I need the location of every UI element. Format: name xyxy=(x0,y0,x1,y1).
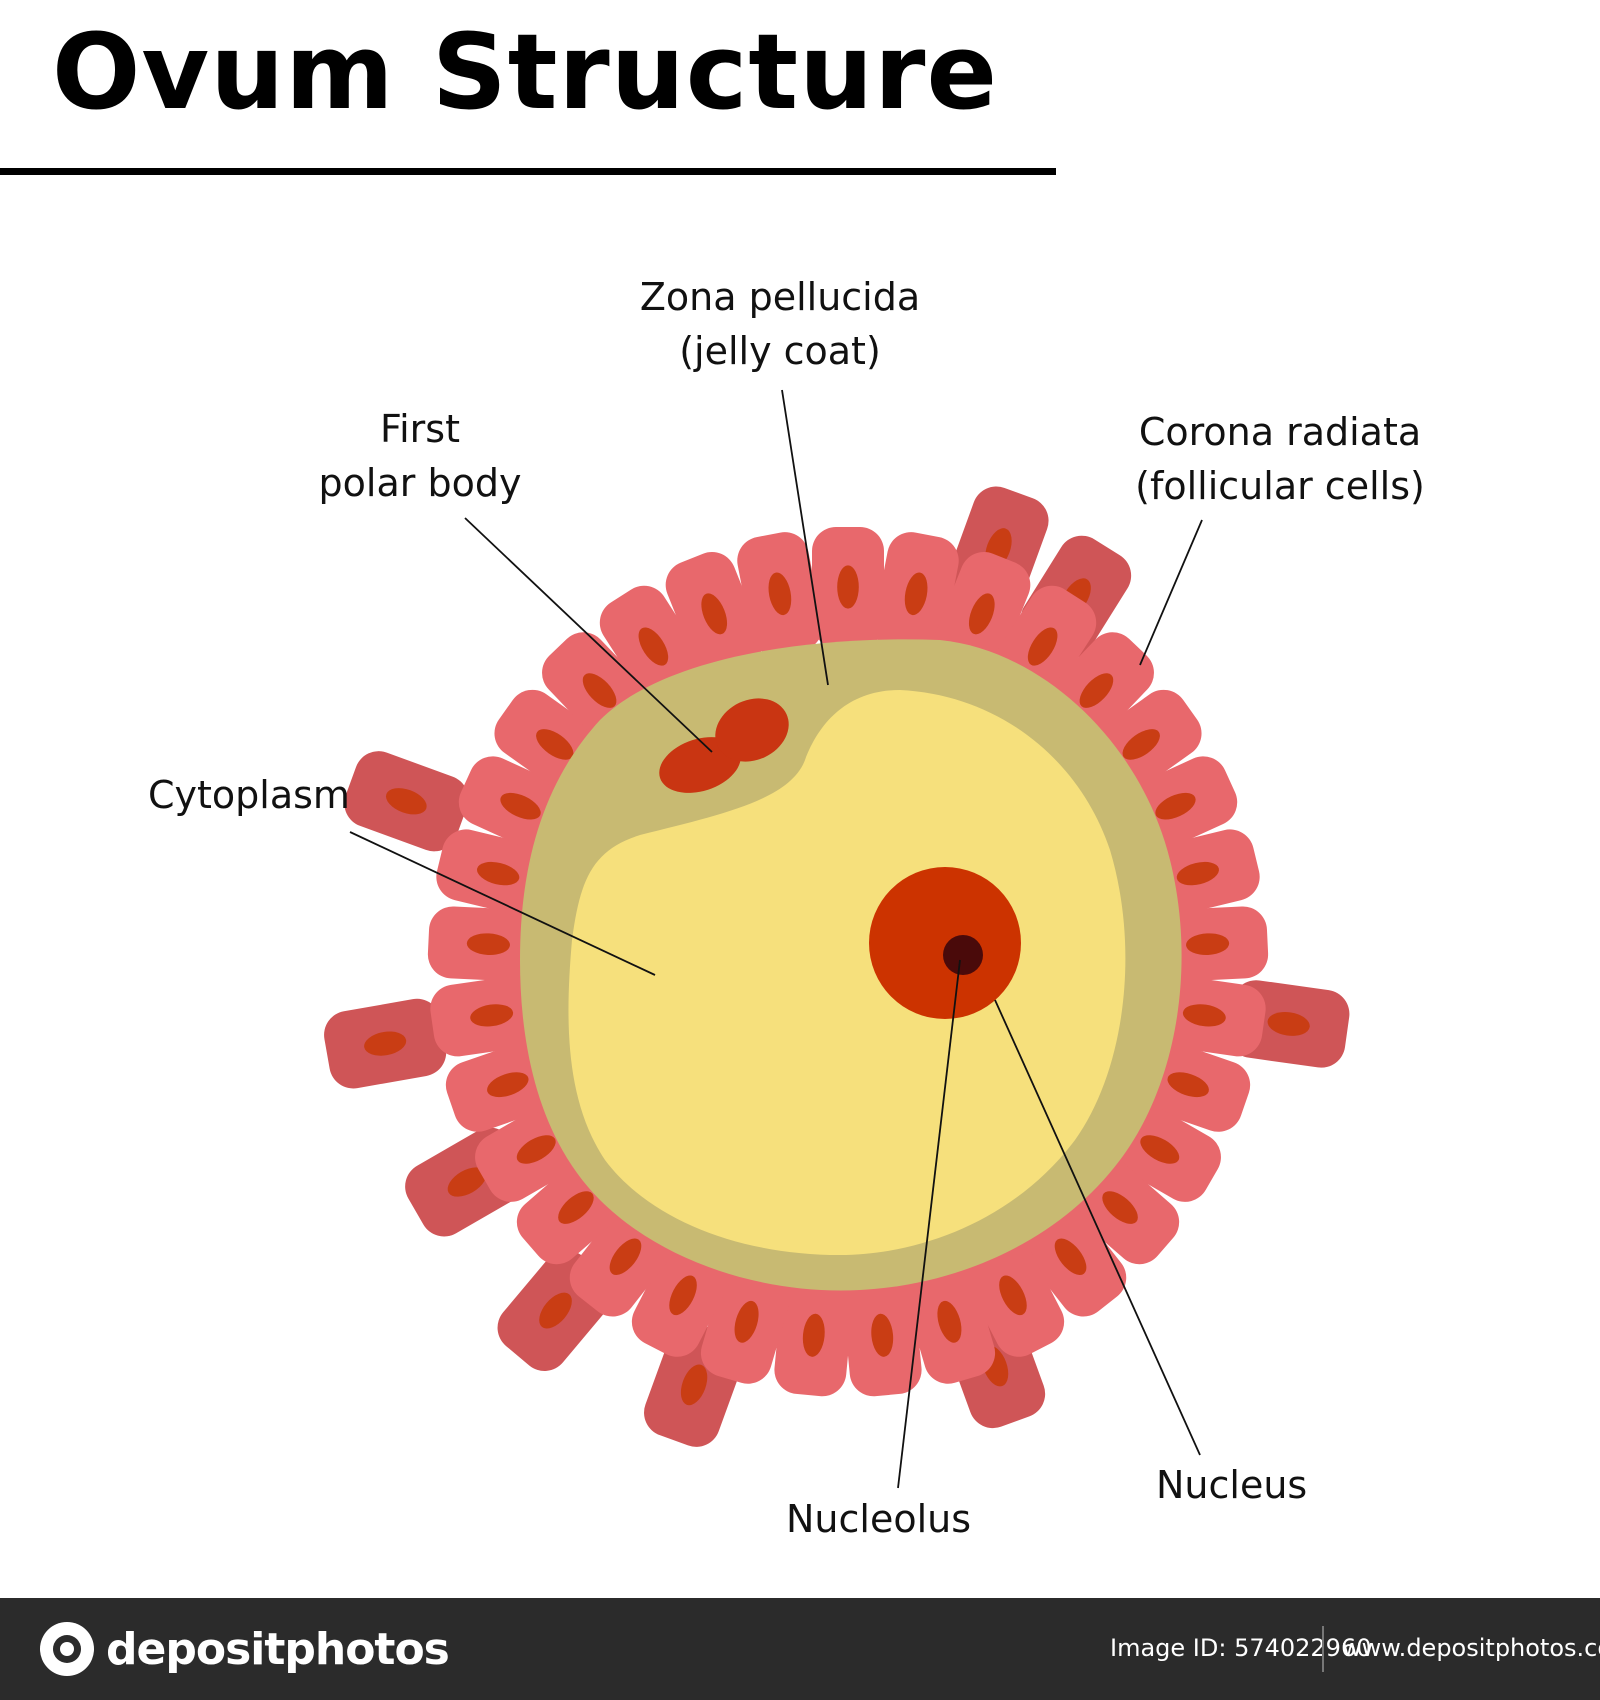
footer-bar: depositphotos Image ID: 574022960 www.de… xyxy=(0,1598,1600,1700)
label-corona-radiata-line1: Corona radiata xyxy=(1138,410,1422,454)
follicle-cell-nucleus xyxy=(1102,1191,1138,1224)
follicle-cell-nucleus xyxy=(385,788,427,815)
follicle-cell-outer xyxy=(344,751,469,852)
follicle-cell-nucleus xyxy=(1267,1011,1310,1036)
label-corona-radiata-line2: (follicular cells) xyxy=(1135,464,1425,508)
follicle-cell-nucleus xyxy=(609,1238,642,1276)
follicle-cell-nucleus xyxy=(638,627,669,666)
nucleolus xyxy=(943,935,983,975)
follicle-cell-nucleus xyxy=(1140,1135,1180,1164)
follicle-cell-nucleus xyxy=(999,1275,1027,1316)
follicle-cell-nucleus xyxy=(1186,933,1230,955)
follicle-cell-nucleus xyxy=(871,1313,894,1357)
brand-name: depositphotos xyxy=(106,1623,450,1675)
follicle-cell-nucleus xyxy=(1079,673,1114,708)
follicle-cell-nucleus xyxy=(1167,1072,1209,1098)
follicle-cell-nucleus xyxy=(470,1004,514,1027)
follicle-cell-nucleus xyxy=(937,1300,962,1343)
label-zona-pellucida-line1: Zona pellucida xyxy=(639,275,921,319)
follicle-cell-nucleus xyxy=(364,1031,407,1056)
follicle-cell-outer xyxy=(324,998,447,1089)
label-polar-body-line1: First xyxy=(380,407,460,451)
follicle-cell xyxy=(427,906,549,982)
page-title: Ovum Structure xyxy=(52,11,998,133)
label-zona-pellucida-line2: (jelly coat) xyxy=(679,329,881,373)
follicle-cell-nucleus xyxy=(477,861,520,886)
brand-logo[interactable]: depositphotos xyxy=(40,1622,450,1676)
leader-corona-radiata xyxy=(1139,519,1203,666)
follicle-cell-nucleus xyxy=(768,572,792,616)
follicle-cell-nucleus xyxy=(701,593,728,635)
label-first-polar-body: First polar body xyxy=(290,402,550,510)
follicle-cell-nucleus xyxy=(1176,861,1219,886)
leader-nucleolus xyxy=(897,959,961,1489)
follicle-cell-nucleus xyxy=(734,1300,759,1343)
leader-polar-body xyxy=(464,517,713,753)
footer-separator xyxy=(1322,1626,1324,1672)
camera-icon xyxy=(40,1622,94,1676)
leader-cytoplasm xyxy=(349,831,656,976)
follicle-cell-nucleus xyxy=(536,729,574,760)
follicle-cell-nucleus xyxy=(539,1292,572,1329)
leader-lines xyxy=(349,389,1203,1489)
follicle-cell-nucleus xyxy=(1054,1238,1087,1276)
follicle-cell-nucleus xyxy=(680,1364,708,1406)
label-corona-radiata: Corona radiata (follicular cells) xyxy=(1110,405,1450,513)
follicle-cell-nucleus xyxy=(1155,792,1196,820)
label-cytoplasm: Cytoplasm xyxy=(148,773,350,817)
follicle-cell-nucleus xyxy=(837,565,859,609)
follicle-cell-nucleus xyxy=(802,1313,825,1357)
label-zona-pellucida: Zona pellucida (jelly coat) xyxy=(600,270,960,378)
website-link[interactable]: www.depositphotos.com xyxy=(1342,1634,1600,1662)
nucleus xyxy=(869,867,1021,1019)
follicle-cell xyxy=(812,527,884,647)
follicle-cell-nucleus xyxy=(669,1275,697,1316)
follicle-cell xyxy=(873,532,959,656)
image-id: Image ID: 574022960 xyxy=(1110,1634,1372,1662)
follicle-cell xyxy=(665,551,763,676)
follicle-cell-nucleus xyxy=(466,933,510,955)
first-polar-body xyxy=(659,698,789,793)
follicle-cell xyxy=(774,1274,854,1397)
follicle-cell-nucleus xyxy=(500,792,541,820)
follicle-cell xyxy=(903,1259,996,1384)
label-nucleolus: Nucleolus xyxy=(786,1497,972,1541)
polar-body-lobe-right xyxy=(715,698,789,762)
title-underline xyxy=(0,168,1056,175)
follicle-cell-nucleus xyxy=(904,572,928,616)
label-nucleus: Nucleus xyxy=(1156,1463,1308,1507)
follicle-cell-nucleus xyxy=(1182,1004,1226,1027)
follicle-cell xyxy=(842,1274,922,1397)
follicle-cell xyxy=(737,532,823,656)
leader-zona-pellucida xyxy=(781,389,829,686)
follicle-cell-nucleus xyxy=(1027,627,1058,666)
leader-nucleus xyxy=(994,999,1201,1456)
follicle-cell-nucleus xyxy=(447,1167,487,1197)
follicle-cell-nucleus xyxy=(487,1072,529,1098)
follicle-cell-nucleus xyxy=(582,673,617,708)
polar-body-lobe-left xyxy=(659,737,741,793)
follicle-cell-nucleus xyxy=(558,1191,594,1224)
follicle-cell-nucleus xyxy=(516,1135,556,1164)
cytoplasm-shape xyxy=(568,690,1126,1255)
follicle-cell xyxy=(961,1233,1065,1357)
label-polar-body-line2: polar body xyxy=(318,461,522,505)
follicle-cell-nucleus xyxy=(1122,729,1160,760)
follicle-cell-nucleus xyxy=(968,593,995,635)
